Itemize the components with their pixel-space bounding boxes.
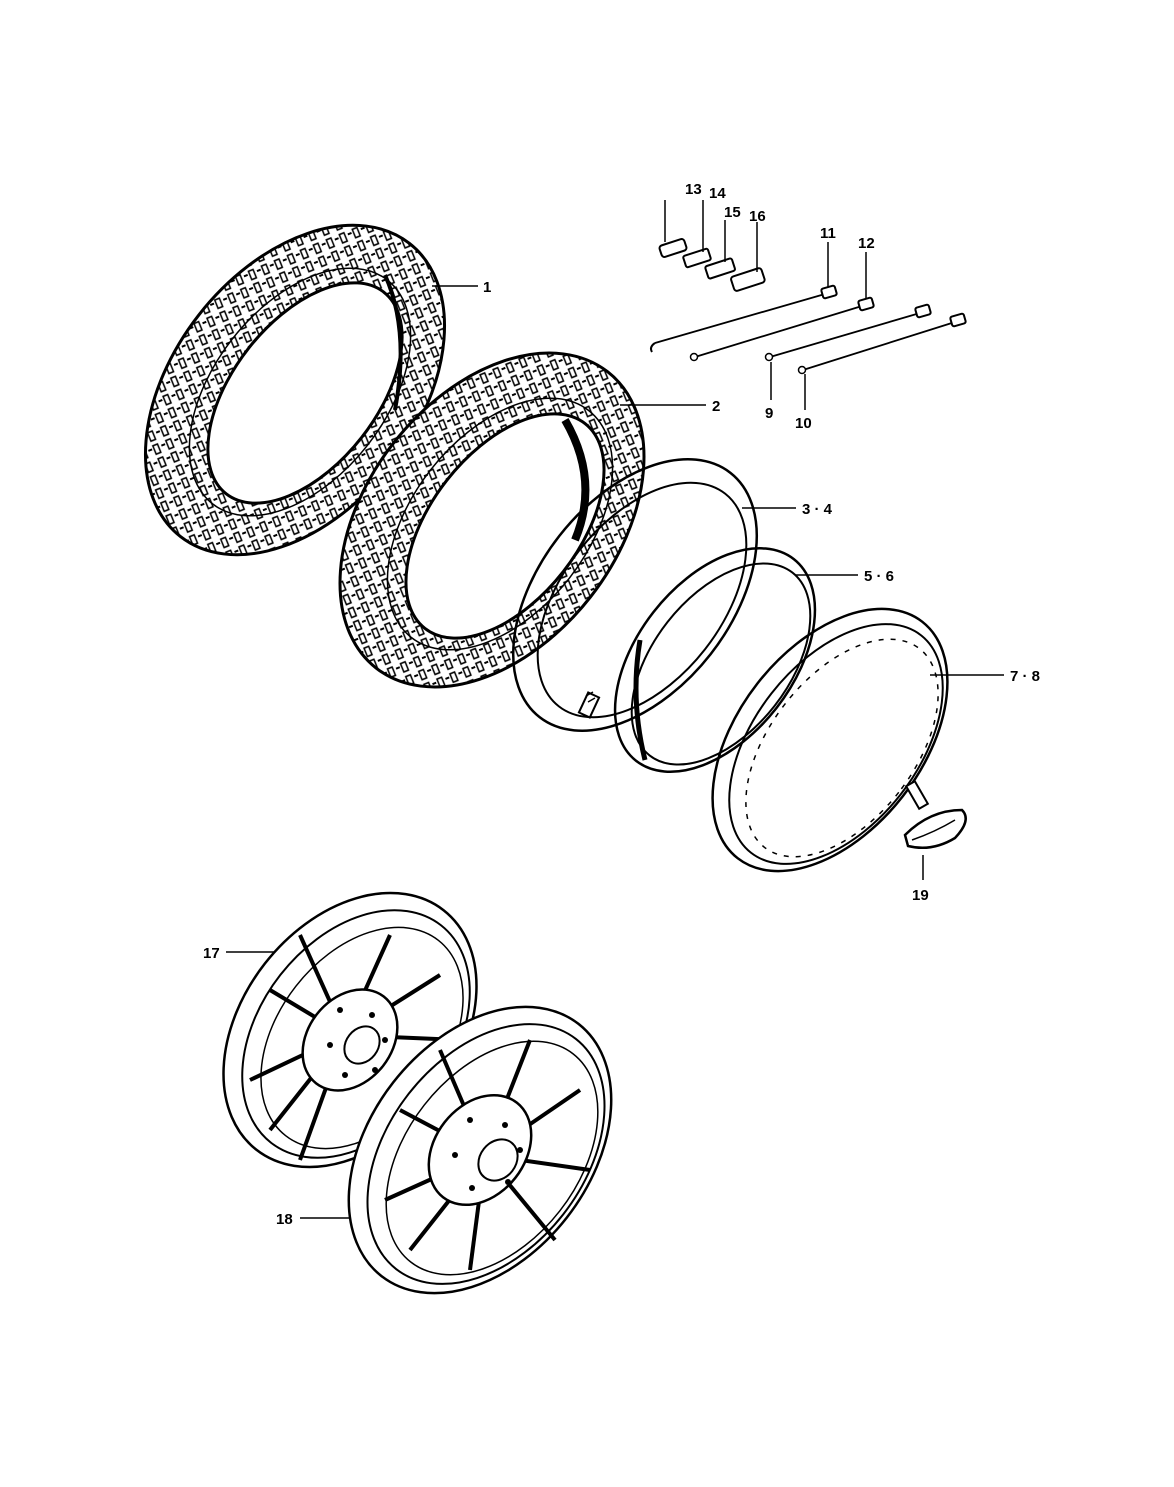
spoke-icon xyxy=(797,312,967,375)
wheel-assembly-part-17 xyxy=(222,891,478,1169)
part-label-17: 17 xyxy=(203,945,220,962)
tire-part-2 xyxy=(338,351,646,689)
part-label-10: 10 xyxy=(795,415,812,432)
spoke-icon xyxy=(650,284,838,353)
part-label-16: 16 xyxy=(749,208,766,225)
valve-nut-14-icon xyxy=(682,247,712,269)
rim-part-7-8 xyxy=(711,607,949,873)
part-label-13: 13 xyxy=(685,181,702,198)
part-labels: 1 2 3 · 4 5 · 6 7 · 8 9 10 11 12 13 14 1… xyxy=(203,181,1040,1228)
part-label-12: 12 xyxy=(858,235,875,252)
spokes-parts-9-12 xyxy=(650,284,967,375)
leader-lines xyxy=(226,200,1004,1219)
part-label-15: 15 xyxy=(724,204,741,221)
part-label-9: 9 xyxy=(765,405,773,422)
rim-lock-part-19 xyxy=(903,779,967,849)
part-label-7-8: 7 · 8 xyxy=(1010,668,1040,685)
wheel-assembly-part-18 xyxy=(347,1005,613,1295)
valve-nut-15-icon xyxy=(704,257,736,280)
part-label-1: 1 xyxy=(483,279,491,296)
spoke-icon xyxy=(764,303,932,362)
inner-tube-part-3-4 xyxy=(511,458,759,732)
part-label-3-4: 3 · 4 xyxy=(802,501,833,518)
part-label-18: 18 xyxy=(276,1211,293,1228)
part-label-2: 2 xyxy=(712,398,720,415)
valve-caps-parts-13-16 xyxy=(658,238,766,292)
spoke-icon xyxy=(689,296,875,362)
part-label-5-6: 5 · 6 xyxy=(864,568,894,585)
part-label-11: 11 xyxy=(820,225,836,242)
tire-part-1 xyxy=(143,223,447,557)
rim-band-part-5-6 xyxy=(613,547,817,773)
valve-cap-13-icon xyxy=(658,238,688,258)
tube-valve-icon xyxy=(577,691,601,719)
valve-cap-16-icon xyxy=(730,267,766,292)
part-label-14: 14 xyxy=(709,185,726,202)
part-label-19: 19 xyxy=(912,887,929,904)
